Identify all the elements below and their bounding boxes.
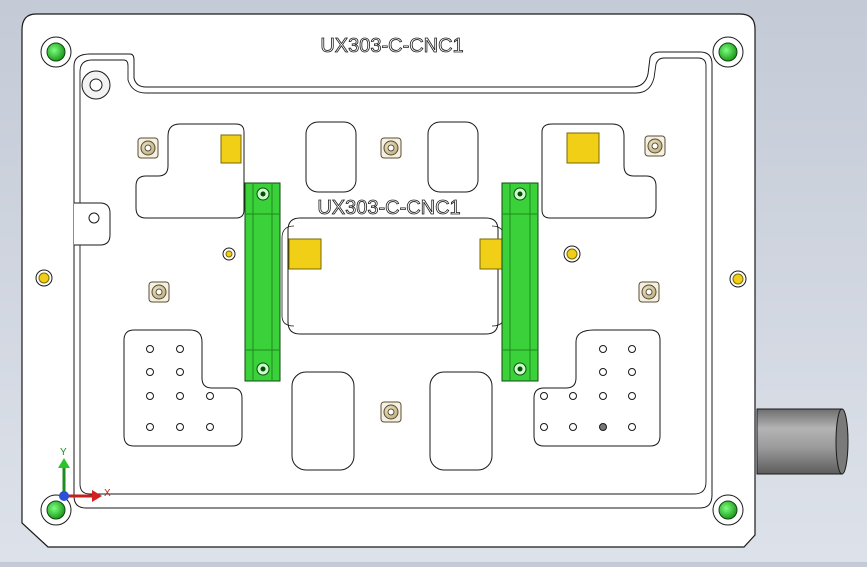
hole-pad-right [533,329,661,447]
datum-hole [81,70,111,100]
pocket-upper-right [541,123,657,219]
side-pins [35,245,747,288]
hole-grid-left [146,345,214,431]
triad-y-label: Y [60,447,67,458]
slot-top-right [427,121,479,193]
slot-bottom-left [291,371,355,471]
hole-pad-left [123,329,243,447]
triad-x-label: X [104,488,111,499]
pocket-upper-left [135,123,245,219]
slot-top-left [305,121,357,193]
slot-bottom-right [429,371,493,471]
locator-blocks [220,132,600,270]
center-engraving: UX303-C-CNC1 [317,197,460,219]
central-recess [287,217,499,335]
side-cylinder [756,408,849,475]
hole-grid-right [540,345,636,431]
inner-pocket-outline [73,51,713,509]
fixture-base-plate[interactable] [21,13,756,548]
top-engraving: UX303-C-CNC1 [320,35,463,57]
fixture-nuts [137,135,666,423]
corner-bolts [40,36,744,526]
clamp-left[interactable] [244,182,281,382]
clamp-right[interactable] [501,182,539,382]
coordinate-triad: Y X [58,447,111,502]
inner-pocket-outline-inner [79,57,707,495]
left-tab [74,202,111,246]
